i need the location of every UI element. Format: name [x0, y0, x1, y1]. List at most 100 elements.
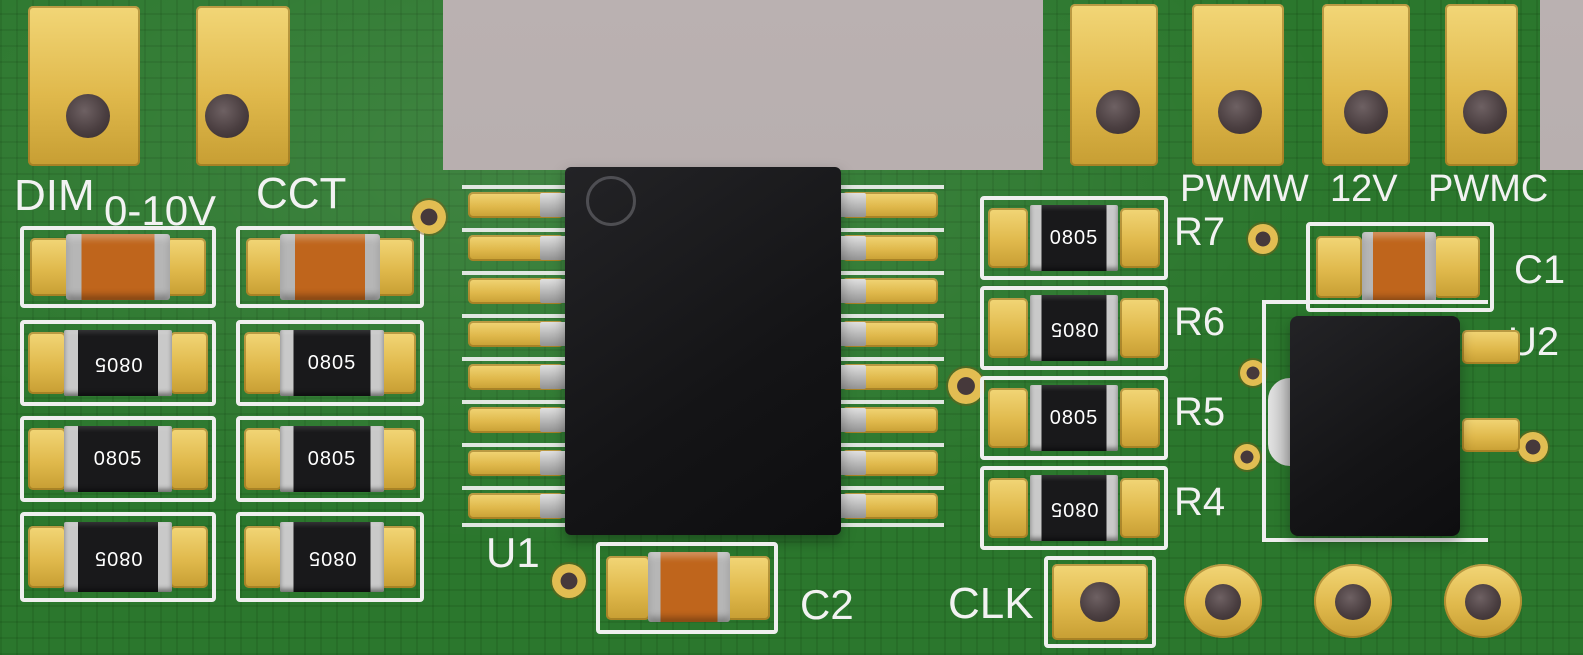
u1-silk-r4 [838, 314, 944, 318]
pwm-pad-1-hole [1096, 90, 1140, 134]
bottom-oval-pad-3-hole [1465, 584, 1501, 620]
res-col1-1-outline [20, 320, 216, 406]
res-col2-3-pad-right [378, 526, 416, 588]
c1-body [1362, 232, 1436, 302]
res-col2-2-pad-right [378, 428, 416, 490]
via-7 [1518, 432, 1548, 462]
u1-lead-l2 [540, 236, 568, 260]
cap-col1-outline [20, 226, 216, 308]
u1-lead-l5 [540, 365, 568, 389]
r4-body: 0805 [1030, 475, 1118, 541]
c1-pad-right [1434, 236, 1480, 298]
res-col1-1-marking: 0805 [93, 352, 143, 375]
label-r7: R7 [1174, 210, 1226, 254]
u1-lead-r2 [838, 236, 866, 260]
res-col1-2: 0805 [64, 426, 172, 492]
label-12v: 12V [1330, 168, 1398, 210]
r6-outline [980, 286, 1168, 370]
clk-pad-outline [1044, 556, 1156, 648]
pwm-pad-3-hole [1344, 90, 1388, 134]
res-col1-2-outline [20, 416, 216, 502]
res-col1-3-pad-right [170, 526, 208, 588]
u1-silk-l7 [462, 443, 568, 447]
res-col1-3: 0805 [64, 522, 172, 592]
cap-col2-pad-right [374, 238, 414, 296]
res-col2-3: 0805 [280, 522, 384, 592]
res-col1-2-pad-left [28, 428, 66, 490]
res-col1-1: 0805 [64, 330, 172, 396]
res-col1-1-pad-right [170, 332, 208, 394]
u1-silk-r7 [838, 443, 944, 447]
label-r6: R6 [1174, 300, 1226, 344]
u1-ic-body [565, 167, 841, 535]
c2-pad-left [606, 556, 650, 620]
label-pwmc: PWMC [1428, 168, 1549, 210]
cap-col1-pad-left [30, 238, 70, 296]
res-col1-3-pad-left [28, 526, 66, 588]
dim-pad-1-hole [66, 94, 110, 138]
r7-marking: 0805 [1049, 226, 1099, 249]
u1-silk-l5 [462, 357, 568, 361]
label-c1: C1 [1514, 248, 1566, 292]
cap-col2-outline [236, 226, 424, 308]
u1-lead-l7 [540, 451, 568, 475]
label-pwmw: PWMW [1180, 168, 1309, 210]
res-col2-2: 0805 [280, 426, 384, 492]
res-col1-1-pad-left [28, 332, 66, 394]
u1-silk-l1 [462, 185, 568, 189]
label-r5: R5 [1174, 390, 1226, 434]
clk-pad-hole [1080, 582, 1120, 622]
r6-pad-right [1120, 298, 1160, 358]
cap-col2-pad-left [246, 238, 286, 296]
via-2 [948, 368, 984, 404]
u1-silk-l2 [462, 228, 568, 232]
r7-pad-right [1120, 208, 1160, 268]
via-5 [1240, 360, 1266, 386]
u1-silk-l9 [462, 523, 568, 527]
u1-silk-r2 [838, 228, 944, 232]
r4-marking: 0805 [1049, 497, 1099, 520]
res-col2-2-pad-left [244, 428, 282, 490]
r4-pad-left [988, 478, 1028, 538]
res-col2-2-marking: 0805 [307, 447, 357, 470]
u1-silk-r9 [838, 523, 944, 527]
cap-col1-body [66, 234, 170, 300]
u1-lead-r6 [838, 408, 866, 432]
u1-silk-l8 [462, 486, 568, 490]
u1-lead-l3 [540, 279, 568, 303]
res-col2-1-marking: 0805 [307, 351, 357, 374]
u1-silk-l6 [462, 400, 568, 404]
via-4 [1248, 224, 1278, 254]
u1-silk-r1 [838, 185, 944, 189]
label-dim: DIM [14, 171, 95, 220]
r7-outline [980, 196, 1168, 280]
res-col1-2-marking: 0805 [93, 447, 143, 470]
u1-lead-l8 [540, 494, 568, 518]
res-col1-2-pad-right [170, 428, 208, 490]
u2-body [1290, 316, 1460, 536]
u1-silk-r5 [838, 357, 944, 361]
r5-outline [980, 376, 1168, 460]
c2-body [648, 552, 730, 622]
pwm-pad-1 [1070, 4, 1158, 166]
label-clk: CLK [948, 579, 1034, 628]
r6-body: 0805 [1030, 295, 1118, 361]
u1-lead-r5 [838, 365, 866, 389]
u1-lead-l1 [540, 193, 568, 217]
u1-silk-l3 [462, 271, 568, 275]
dim-pad-1 [28, 6, 140, 166]
u1-lead-r1 [838, 193, 866, 217]
dim-pad-2-hole [205, 94, 249, 138]
u1-lead-r3 [838, 279, 866, 303]
r4-outline [980, 466, 1168, 550]
u2-pad-2 [1462, 418, 1520, 452]
res-col1-3-marking: 0805 [93, 546, 143, 569]
u1-silk-r3 [838, 271, 944, 275]
res-col2-1-outline [236, 320, 424, 406]
bottom-oval-pad-1-hole [1205, 584, 1241, 620]
c1-pad-left [1316, 236, 1362, 298]
via-1 [412, 200, 446, 234]
res-col2-3-outline [236, 512, 424, 602]
u1-lead-l6 [540, 408, 568, 432]
u1-silk-r6 [838, 400, 944, 404]
